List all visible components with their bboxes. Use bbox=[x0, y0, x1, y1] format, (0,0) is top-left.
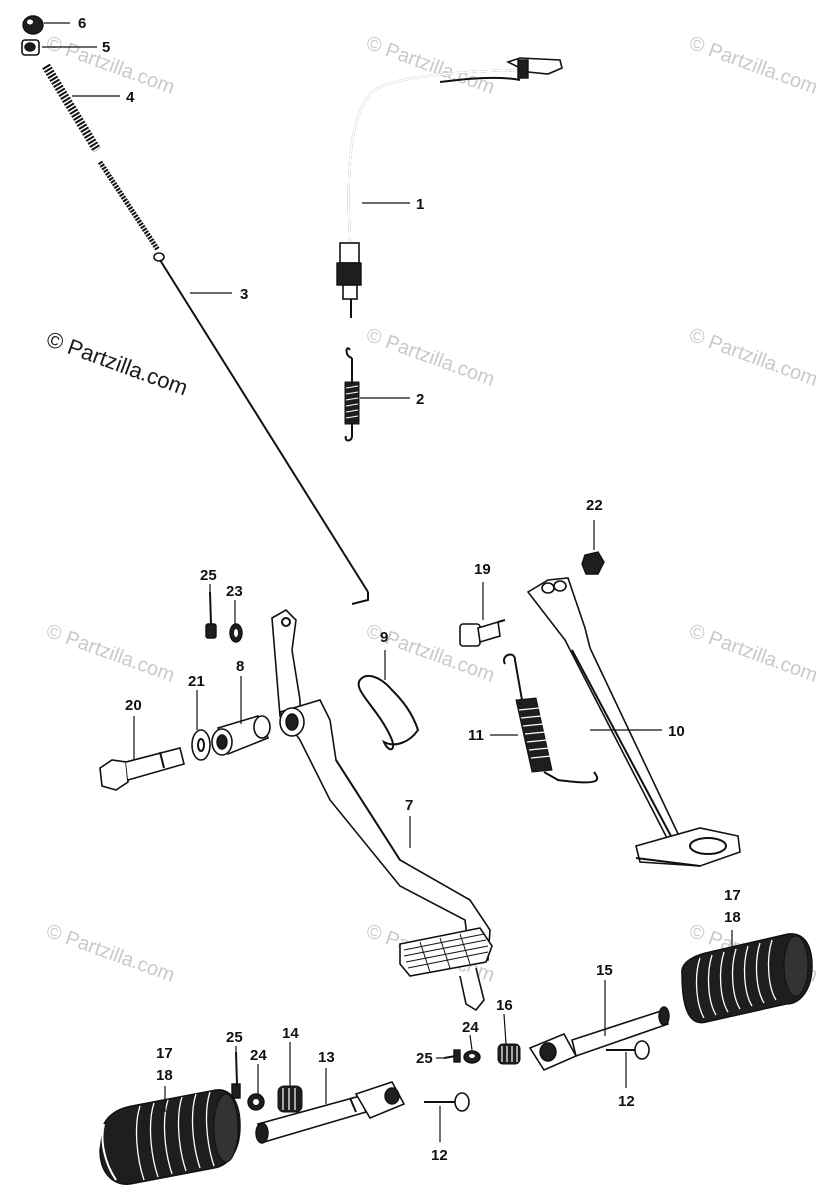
callout-11: 11 bbox=[468, 727, 484, 744]
part-pin-left bbox=[231, 1051, 241, 1099]
watermark: © Partzilla.com bbox=[686, 32, 820, 99]
part-pin-12-right bbox=[606, 1040, 650, 1060]
callout-15: 15 bbox=[596, 962, 613, 979]
callouts: 6 5 4 3 1 2 22 19 25 23 9 8 21 20 10 11 … bbox=[78, 15, 741, 1164]
part-footpeg-bar-left bbox=[255, 1081, 406, 1144]
callout-18: 18 bbox=[156, 1067, 173, 1084]
part-pedal-collar bbox=[211, 715, 271, 756]
watermark: © Partzilla.com bbox=[363, 324, 497, 391]
callout-1: 1 bbox=[416, 196, 424, 213]
part-washer-upper bbox=[229, 623, 243, 643]
callout-21: 21 bbox=[188, 673, 205, 690]
part-spring-long bbox=[42, 63, 101, 153]
callout-3: 3 bbox=[240, 286, 248, 303]
callout-24: 24 bbox=[250, 1047, 267, 1064]
callout-12: 12 bbox=[618, 1093, 635, 1110]
callout-24: 24 bbox=[462, 1019, 479, 1036]
callout-13: 13 bbox=[318, 1049, 335, 1066]
part-wire-spring bbox=[357, 674, 420, 751]
callout-17: 17 bbox=[724, 887, 741, 904]
part-cap bbox=[22, 15, 44, 35]
callout-12: 12 bbox=[431, 1147, 448, 1164]
part-nut bbox=[581, 551, 605, 575]
watermark: © Partzilla.com bbox=[43, 620, 177, 687]
part-switch-spring bbox=[344, 347, 360, 442]
callout-17: 17 bbox=[156, 1045, 173, 1062]
part-footpeg-rubber-right bbox=[681, 933, 813, 1024]
watermark: © Partzilla.com bbox=[686, 620, 820, 687]
part-footpeg-bar-right bbox=[528, 1006, 670, 1072]
part-spring-right bbox=[497, 1043, 521, 1065]
callout-7: 7 bbox=[405, 797, 413, 814]
part-pivot-bolt bbox=[459, 619, 506, 647]
part-pin-12-left bbox=[424, 1092, 470, 1112]
callout-20: 20 bbox=[125, 697, 142, 714]
callout-6: 6 bbox=[78, 15, 86, 32]
watermark: © Partzilla.com bbox=[43, 920, 177, 987]
part-footpeg-rubber-left bbox=[99, 1089, 241, 1185]
part-washer-left bbox=[247, 1093, 265, 1111]
part-pedal-bolt bbox=[99, 747, 185, 791]
callout-16: 16 bbox=[496, 997, 513, 1014]
callout-5: 5 bbox=[102, 39, 110, 56]
watermark: © Partzilla.com bbox=[363, 32, 497, 99]
callout-25: 25 bbox=[226, 1029, 243, 1046]
watermark-primary: © Partzilla.com bbox=[43, 326, 191, 400]
part-side-stand bbox=[526, 577, 741, 867]
callout-19: 19 bbox=[474, 561, 491, 578]
callout-10: 10 bbox=[668, 723, 685, 740]
part-pin-upper bbox=[205, 591, 217, 639]
part-collar bbox=[21, 39, 40, 56]
leader-lines bbox=[42, 22, 733, 1142]
part-brake-rod bbox=[97, 160, 369, 605]
part-washer-right bbox=[463, 1050, 481, 1064]
part-switch-cable bbox=[336, 57, 563, 318]
part-brake-pedal bbox=[271, 609, 493, 1012]
callout-4: 4 bbox=[126, 89, 135, 106]
callout-2: 2 bbox=[416, 391, 424, 408]
part-stand-spring bbox=[503, 653, 599, 784]
callout-18: 18 bbox=[724, 909, 741, 926]
callout-14: 14 bbox=[282, 1025, 299, 1042]
part-pedal-washer bbox=[191, 729, 211, 761]
callout-25: 25 bbox=[416, 1050, 433, 1067]
callout-25: 25 bbox=[200, 567, 217, 584]
watermark: © Partzilla.com bbox=[686, 324, 820, 391]
callout-8: 8 bbox=[236, 658, 244, 675]
part-pin-right bbox=[443, 1049, 461, 1063]
part-spring-left bbox=[277, 1085, 303, 1113]
callout-9: 9 bbox=[380, 629, 388, 646]
callout-22: 22 bbox=[586, 497, 603, 514]
callout-23: 23 bbox=[226, 583, 243, 600]
